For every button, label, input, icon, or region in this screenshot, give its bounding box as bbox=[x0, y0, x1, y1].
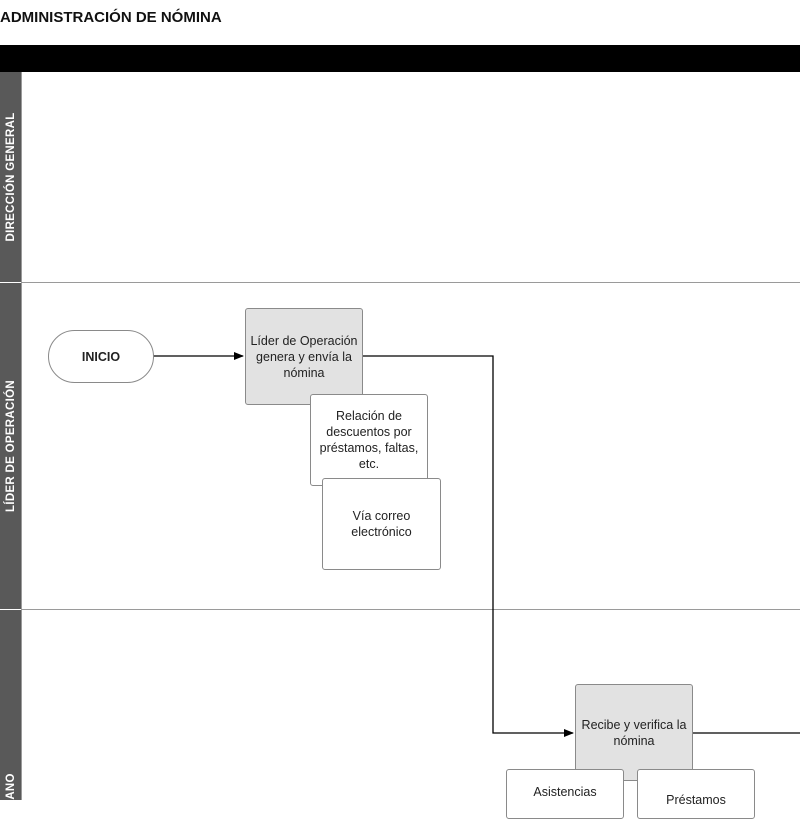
connector-lider-to-recibe bbox=[363, 355, 574, 737]
process-lider-genera-nomina[interactable]: Líder de Operación genera y envía la nóm… bbox=[245, 308, 363, 405]
lane-label-direccion-general: DIRECCIÓN GENERAL bbox=[0, 72, 21, 282]
lane-label-humano: HUMANO bbox=[0, 610, 21, 827]
process-recibe-verifica[interactable]: Recibe y verifica la nómina bbox=[575, 684, 693, 781]
lane-label-lider-operacion: LÍDER DE OPERACIÓN bbox=[0, 283, 21, 609]
lane-separator bbox=[21, 609, 800, 610]
note-via-correo[interactable]: Vía correo electrónico bbox=[322, 478, 441, 570]
lane-border bbox=[21, 72, 22, 800]
header-bar bbox=[0, 45, 800, 72]
note-relacion-descuentos[interactable]: Relación de descuentos por préstamos, fa… bbox=[310, 394, 428, 486]
note-asistencias[interactable]: Asistencias bbox=[506, 769, 624, 819]
lane-separator bbox=[21, 282, 800, 283]
connectors bbox=[153, 352, 800, 737]
start-terminal[interactable]: INICIO bbox=[48, 330, 154, 383]
diagram-title: ADMINISTRACIÓN DE NÓMINA bbox=[0, 9, 222, 26]
note-prestamos[interactable]: Préstamos bbox=[637, 769, 755, 819]
